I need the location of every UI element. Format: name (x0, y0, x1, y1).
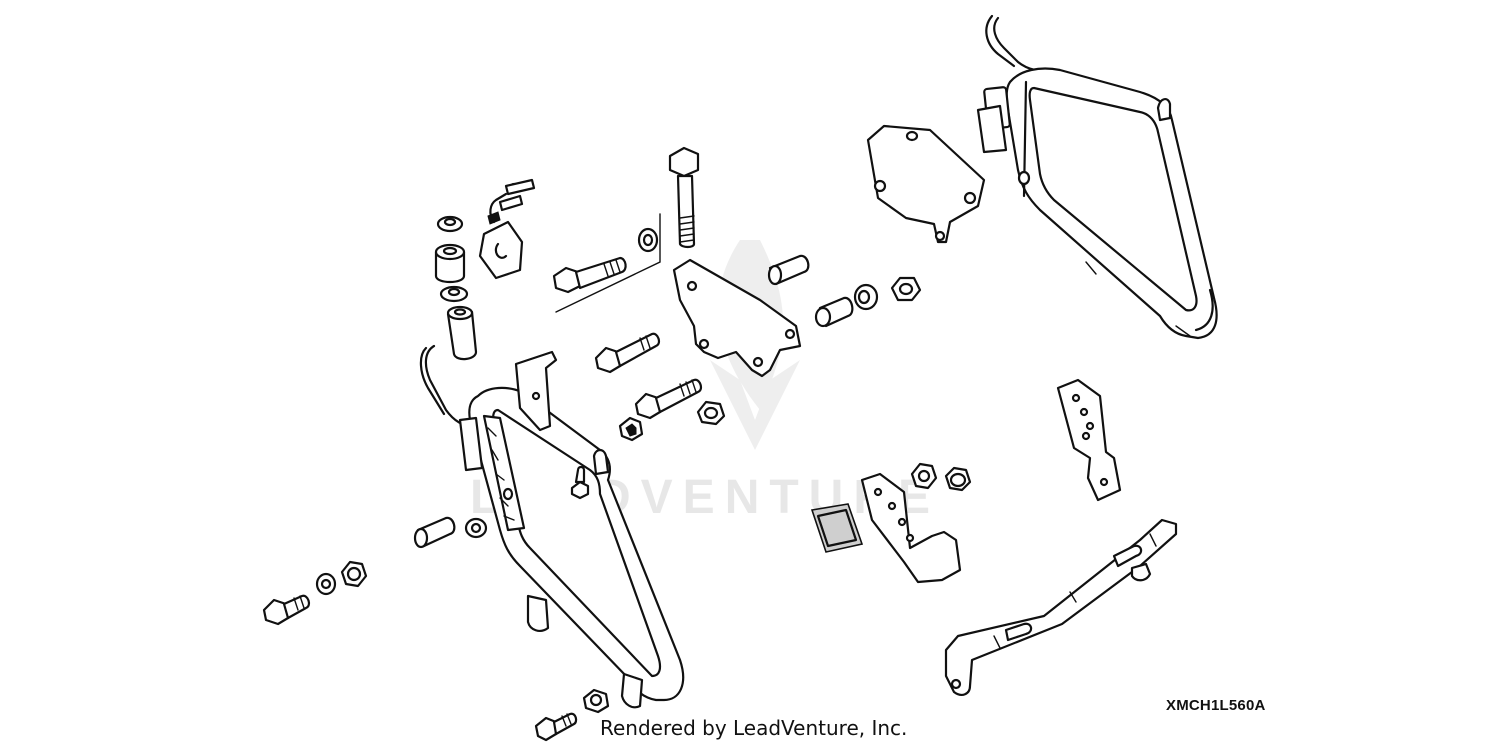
left-upper-bracket[interactable] (514, 350, 558, 432)
flange-nut-middle[interactable] (696, 400, 726, 426)
flange-bolt-vertical[interactable] (668, 146, 700, 249)
render-credit-label: Rendered by LeadVenture, Inc. (600, 716, 908, 740)
bolt-bottom[interactable] (534, 712, 578, 742)
flange-bolt-lower[interactable] (634, 378, 703, 420)
flange-nut-reflector-right[interactable] (944, 466, 972, 492)
flange-bolt-upper-left[interactable] (552, 256, 627, 294)
washer-upper-bolt[interactable] (637, 227, 659, 253)
reflector[interactable] (810, 503, 864, 553)
left-pannier-frame[interactable] (419, 344, 685, 709)
collar-spacer[interactable] (434, 243, 466, 284)
washer-bottom-left[interactable] (315, 572, 337, 596)
flange-bolt-middle[interactable] (594, 332, 661, 374)
spacer-right-lower[interactable] (814, 296, 854, 328)
reference-line (555, 213, 661, 313)
reflector-bracket[interactable] (860, 472, 962, 584)
washer-top[interactable] (436, 215, 464, 233)
cap-nut-middle[interactable] (618, 416, 644, 442)
small-screw-frame[interactable] (570, 465, 590, 500)
flange-nut-right[interactable] (890, 276, 922, 302)
nut-bottom-left[interactable] (340, 560, 368, 588)
washer-middle[interactable] (439, 285, 469, 303)
right-pannier-frame[interactable] (976, 14, 1218, 340)
right-mount-plate[interactable] (866, 124, 986, 244)
collar-right[interactable] (853, 283, 879, 311)
long-spacer-tube[interactable] (446, 305, 478, 361)
center-mount-bracket[interactable] (672, 258, 802, 378)
diagram-code-label: XMCH1L560A (1166, 697, 1266, 714)
flange-nut-reflector-left[interactable] (910, 462, 938, 490)
flange-bolt-lower-left[interactable] (262, 594, 311, 626)
washer-lower-left[interactable] (464, 517, 488, 539)
lock-assembly[interactable] (478, 178, 536, 280)
flange-nut-bottom[interactable] (582, 688, 610, 714)
license-plate-bracket[interactable] (1056, 378, 1122, 502)
spacer-right-upper[interactable] (767, 254, 810, 286)
spacer-lower-left[interactable] (413, 516, 456, 549)
lower-cross-stay[interactable] (944, 518, 1178, 696)
